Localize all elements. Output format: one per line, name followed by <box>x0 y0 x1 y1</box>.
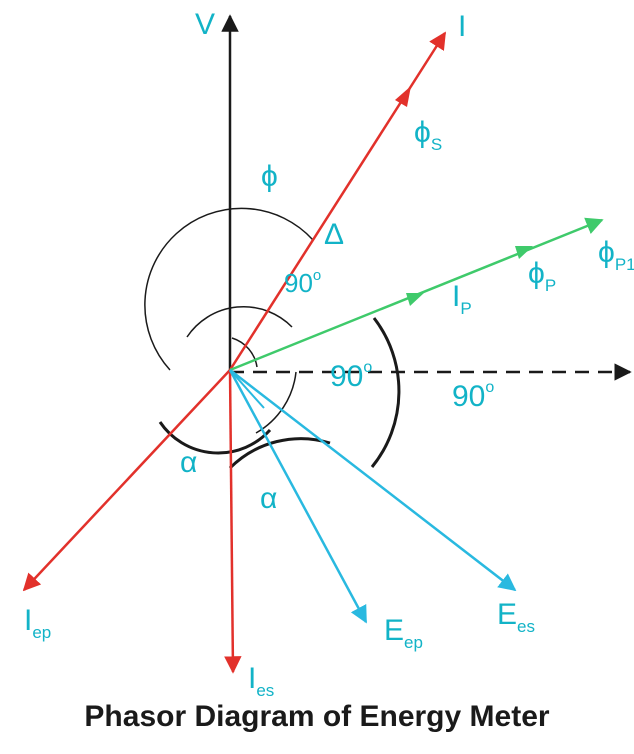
current-phasor-I <box>228 31 447 371</box>
delta-arc <box>186 305 293 338</box>
phasor-diagram: V I ϕS ϕ Δ 90o 90o 90o ϕP1 ϕP IP α α Iep… <box>22 8 634 700</box>
current-phasor-Iep <box>22 369 231 592</box>
ninety-arc-mid <box>255 371 297 434</box>
label-I: I <box>458 10 466 43</box>
ninety-arc-large <box>370 317 401 468</box>
label-Ies: Ies <box>248 662 274 700</box>
label-Iep: Iep <box>24 604 51 642</box>
label-delta: Δ <box>324 218 344 251</box>
label-V: V <box>195 8 215 41</box>
label-alpha-right: α <box>260 482 277 515</box>
label-Ees: Ees <box>497 598 535 636</box>
emf-phasor-Eep <box>228 369 368 624</box>
phi-p-mid-arrow <box>515 246 533 259</box>
label-90-a: 90o <box>284 267 321 298</box>
label-phi: ϕ <box>261 160 278 193</box>
ninety-arc-inner <box>231 337 258 368</box>
label-Eep: Eep <box>384 614 423 652</box>
label-Ip: IP <box>452 280 472 318</box>
label-phi-s: ϕS <box>414 116 442 154</box>
label-90-c: 90o <box>452 379 494 413</box>
diagram-caption: Phasor Diagram of Energy Meter <box>84 700 550 733</box>
label-90-b: 90o <box>330 359 372 393</box>
label-alpha-left: α <box>180 446 197 479</box>
phi-arc <box>144 207 314 371</box>
current-phasor-Ies <box>224 369 242 674</box>
phi-s-mid-arrow <box>395 86 411 107</box>
Ip-mid-arrow <box>406 293 424 306</box>
label-phi-p1: ϕP1 <box>598 236 634 274</box>
emf-phasor-Ees <box>229 369 517 592</box>
label-phi-p: ϕP <box>528 257 556 295</box>
alpha-arc-right <box>228 437 331 470</box>
emf-short-tick <box>229 369 265 409</box>
